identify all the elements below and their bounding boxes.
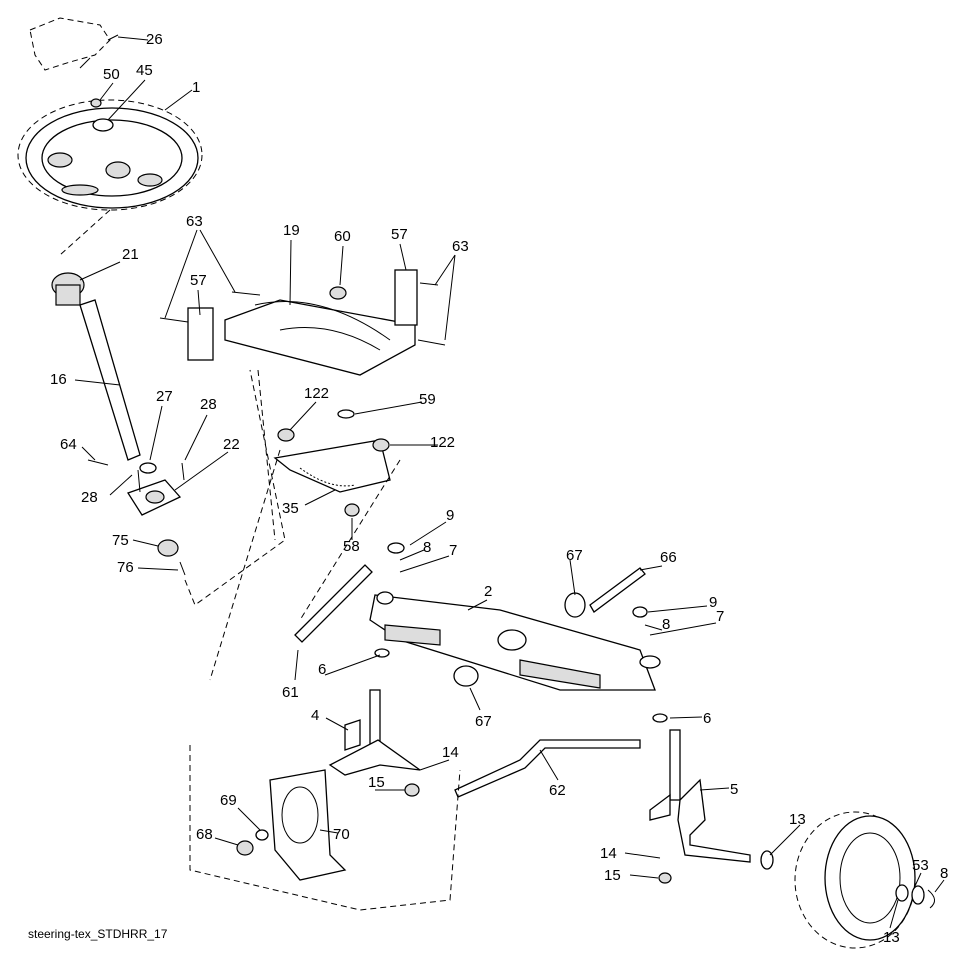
callout-label: 28 [200, 396, 217, 413]
front-wheel [794, 811, 935, 949]
callout-label: 27 [156, 388, 173, 405]
callout-label: 16 [50, 371, 67, 388]
cap [387, 542, 405, 554]
left-spindle [328, 689, 421, 776]
callout-label: 57 [391, 226, 408, 243]
callout-label: 67 [475, 713, 492, 730]
callout-label: 45 [136, 62, 153, 79]
callout-label: 14 [442, 744, 459, 761]
callout-label: 76 [117, 559, 134, 576]
dash-line [184, 369, 286, 606]
callout-label: 15 [604, 867, 621, 884]
callout-label: 64 [60, 436, 77, 453]
dash-line [209, 369, 401, 681]
front-axle [369, 591, 661, 691]
spacer [453, 665, 479, 687]
callout-label: 66 [660, 549, 677, 566]
tie-rod [454, 739, 641, 798]
callout-label: 21 [122, 246, 139, 263]
callout-label: 68 [196, 826, 213, 843]
screw [79, 34, 119, 69]
callout-label: 122 [304, 385, 329, 402]
right-spindle [649, 729, 751, 863]
callout-label: 9 [446, 507, 454, 524]
cap [632, 606, 648, 618]
callout-label: 35 [282, 500, 299, 517]
callout-label: 13 [883, 929, 900, 946]
steering-wheel [17, 98, 203, 211]
callout-label: 59 [419, 391, 436, 408]
pivot-bolt [589, 567, 646, 613]
callout-label: 8 [662, 616, 670, 633]
sector-gear [273, 409, 391, 517]
callout-label: 15 [368, 774, 385, 791]
leader-lines [74, 36, 945, 929]
callout-label: 67 [566, 547, 583, 564]
callout-label: 4 [311, 707, 319, 724]
callout-label: 61 [282, 684, 299, 701]
steering-bracket [159, 269, 446, 376]
callout-label: 7 [716, 608, 724, 625]
callout-label: 57 [190, 272, 207, 289]
dash-line [59, 209, 111, 256]
callout-label: 60 [334, 228, 351, 245]
dash-outline [29, 17, 111, 71]
diagram-caption: steering-tex_STDHRR_17 [28, 927, 168, 941]
callout-label: 63 [186, 213, 203, 230]
drag-link [294, 564, 373, 643]
callout-label: 70 [333, 826, 350, 843]
callout-label: 75 [112, 532, 129, 549]
callout-label: 26 [146, 31, 163, 48]
callout-label: 69 [220, 792, 237, 809]
steering-shaft [51, 272, 141, 461]
callout-label: 7 [449, 542, 457, 559]
callout-label: 122 [430, 434, 455, 451]
dash-line [189, 745, 461, 911]
callout-label: 28 [81, 489, 98, 506]
callout-label: 8 [423, 539, 431, 556]
callout-label: 1 [192, 79, 200, 96]
callout-label: 22 [223, 436, 240, 453]
bearing-plate [87, 459, 186, 576]
callout-label: 19 [283, 222, 300, 239]
callout-label: 8 [940, 865, 948, 882]
callout-label: 63 [452, 238, 469, 255]
callout-label: 6 [318, 661, 326, 678]
callout-label: 14 [600, 845, 617, 862]
callout-label: 13 [789, 811, 806, 828]
callout-label: 50 [103, 66, 120, 83]
callout-label: 5 [730, 781, 738, 798]
steering-plate [236, 769, 347, 881]
callout-label: 6 [703, 710, 711, 727]
spacer [564, 592, 586, 618]
callout-label: 58 [343, 538, 360, 555]
callout-label: 62 [549, 782, 566, 799]
callout-label: 2 [484, 583, 492, 600]
callout-label: 9 [709, 594, 717, 611]
callout-label: 53 [912, 857, 929, 874]
